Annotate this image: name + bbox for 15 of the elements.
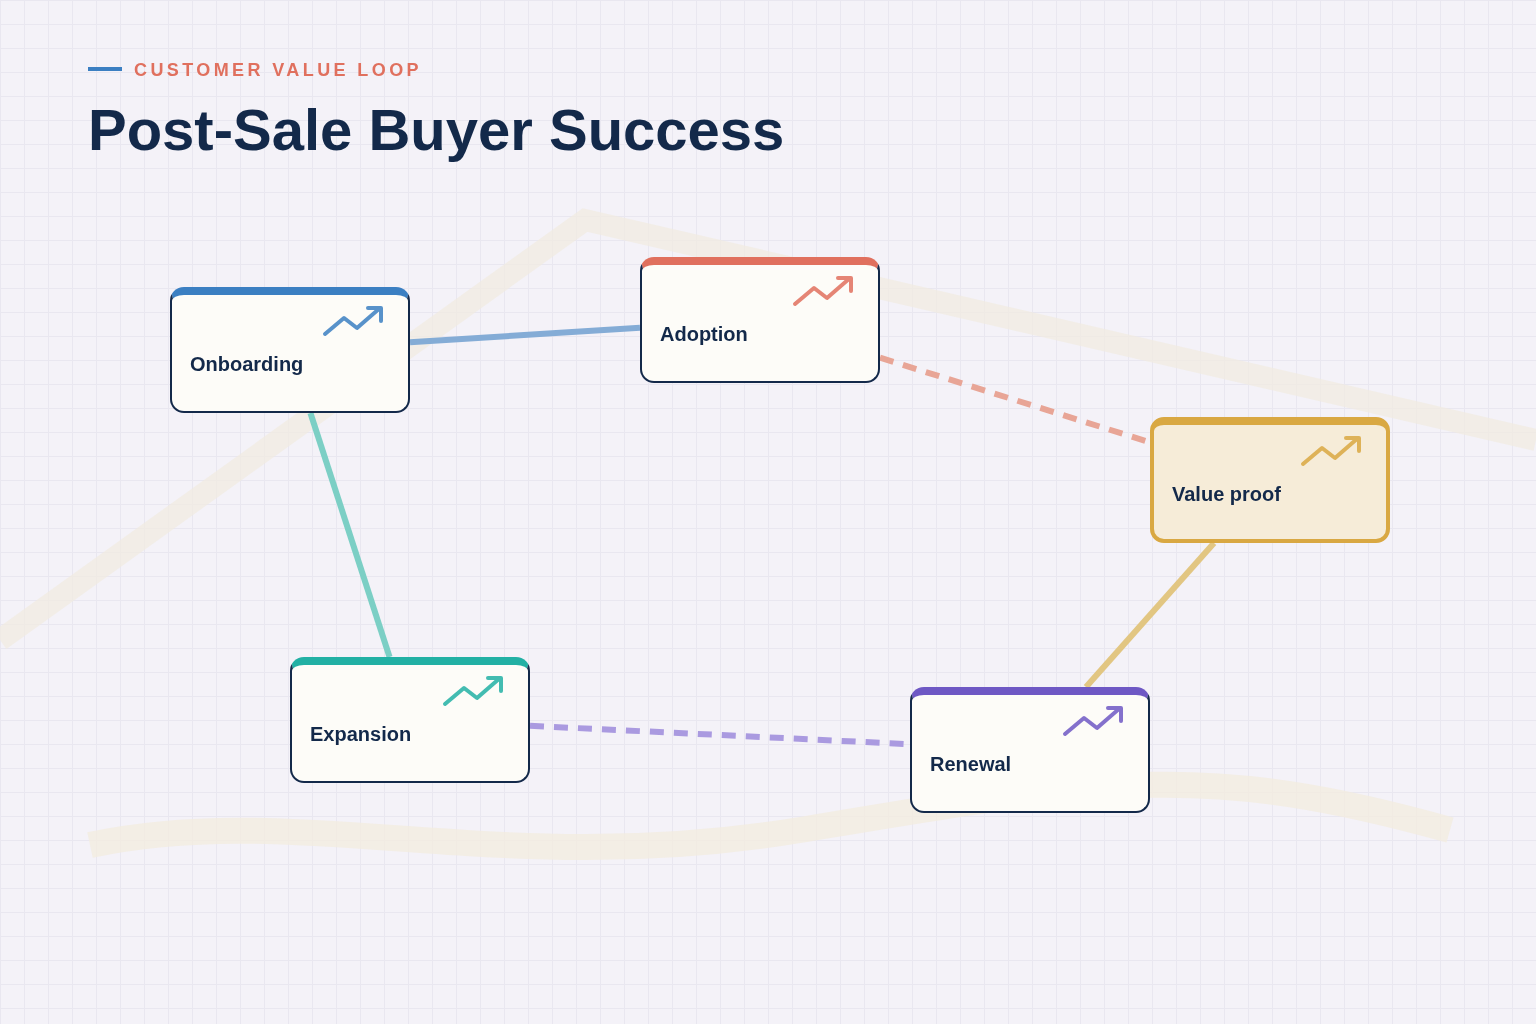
stage-card (290, 657, 530, 783)
connector-line (307, 412, 393, 658)
stage-card (1150, 417, 1390, 543)
stage-label: Value proof (1172, 483, 1281, 506)
stage-label: Expansion (310, 723, 412, 746)
title: Post-Sale Buyer Success (88, 96, 785, 163)
stage-label: Onboarding (190, 353, 304, 376)
stage-label: Renewal (930, 753, 1012, 776)
connector-line (1083, 541, 1217, 689)
stage-card (910, 687, 1150, 813)
stage-label: Adoption (660, 323, 748, 346)
connector-line (409, 324, 641, 346)
stage-card (170, 287, 410, 413)
stage-card (640, 257, 880, 383)
subtitle: CUSTOMER VALUE LOOP (134, 60, 422, 81)
